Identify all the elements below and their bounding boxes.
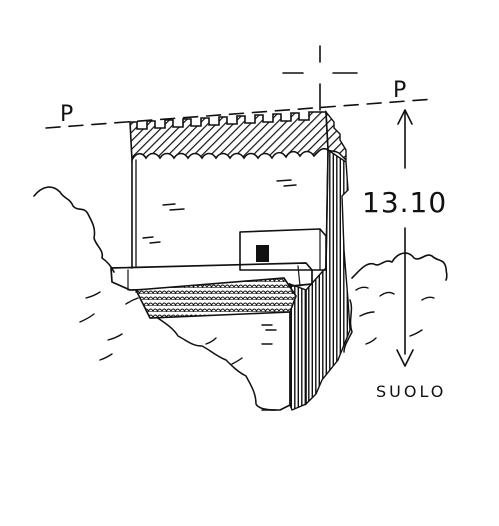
vegetation-right-lower [343,299,353,353]
height-value: 13.10 [362,186,447,219]
tiled-roof [134,277,297,319]
vegetation-right [351,252,448,281]
tower-side-wall [305,148,351,406]
ground-label: SUOLO [376,382,446,401]
reference-plane-line [45,98,435,129]
plane-label-right: P [393,78,406,103]
annex-window [256,245,269,262]
vegetation-strokes-left [79,291,243,365]
ledge [110,262,313,291]
vegetation-left [33,186,115,273]
tower-battlements [129,111,329,164]
annex-block [239,228,327,271]
tower [110,109,351,411]
crosshair-marker [282,45,358,111]
wall-texture-marks [142,179,297,345]
plane-label-left: P [60,102,73,127]
lower-wall-side [289,282,307,411]
arrow-up-icon [397,109,413,125]
vegetation-left-lower [149,311,277,411]
arrow-down-icon [396,349,414,367]
height-dimension [396,109,414,367]
vegetation-strokes-right [355,286,435,345]
